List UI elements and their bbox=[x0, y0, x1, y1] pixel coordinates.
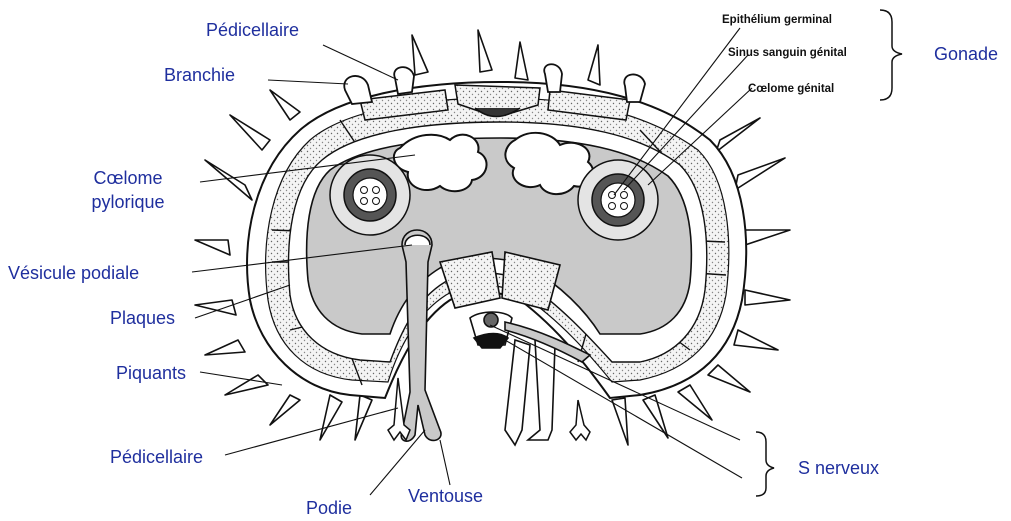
label-podie: Podie bbox=[306, 498, 352, 518]
leader-ventouse bbox=[440, 440, 450, 485]
spine bbox=[225, 375, 268, 395]
label-epithelium-germinal: Epithélium germinal bbox=[722, 13, 832, 27]
label-piquants: Piquants bbox=[116, 363, 186, 383]
label-s-nerveux: S nerveux bbox=[798, 458, 879, 478]
spine bbox=[270, 90, 300, 120]
tube-foot-right bbox=[505, 340, 555, 445]
gonade-brace bbox=[880, 10, 902, 100]
spine bbox=[612, 398, 628, 445]
spine bbox=[270, 395, 300, 425]
spine bbox=[195, 240, 230, 255]
spine bbox=[734, 330, 778, 350]
label-coelome-pylorique-line2: pylorique bbox=[76, 192, 180, 212]
spine bbox=[478, 30, 492, 72]
gonad-right bbox=[578, 160, 658, 240]
nerve-brace bbox=[756, 432, 774, 496]
label-vesicule-podiale: Vésicule podiale bbox=[8, 263, 139, 283]
label-ventouse: Ventouse bbox=[408, 486, 483, 506]
label-sinus-sanguin-genital: Sinus sanguin génital bbox=[728, 46, 847, 60]
label-coelome-pylorique: Cœlome pylorique bbox=[76, 168, 180, 212]
label-pedicellaire-top: Pédicellaire bbox=[206, 20, 299, 40]
spine bbox=[195, 300, 236, 315]
spine bbox=[745, 290, 790, 305]
leader-pedicellaire-bottom bbox=[225, 408, 398, 455]
spine bbox=[735, 158, 785, 190]
spine bbox=[588, 45, 600, 85]
spine bbox=[205, 340, 245, 355]
spine bbox=[716, 118, 760, 152]
spine bbox=[708, 365, 750, 392]
spine bbox=[745, 230, 790, 245]
label-pedicellaire-bottom: Pédicellaire bbox=[110, 447, 203, 467]
label-plaques: Plaques bbox=[110, 308, 175, 328]
spine bbox=[678, 385, 712, 420]
label-branchie: Branchie bbox=[164, 65, 235, 85]
spine bbox=[230, 115, 270, 150]
spine bbox=[320, 395, 342, 440]
label-gonade: Gonade bbox=[934, 44, 998, 64]
label-coelome-genital: Cœlome génital bbox=[748, 82, 834, 96]
leader-piquants bbox=[200, 372, 282, 385]
leader-branchie bbox=[268, 80, 348, 84]
spine bbox=[515, 42, 528, 80]
gonad-left bbox=[330, 155, 410, 235]
label-coelome-pylorique-line1: Cœlome bbox=[76, 168, 180, 188]
spine bbox=[412, 35, 428, 75]
leader-pedicellaire-top bbox=[323, 45, 398, 80]
